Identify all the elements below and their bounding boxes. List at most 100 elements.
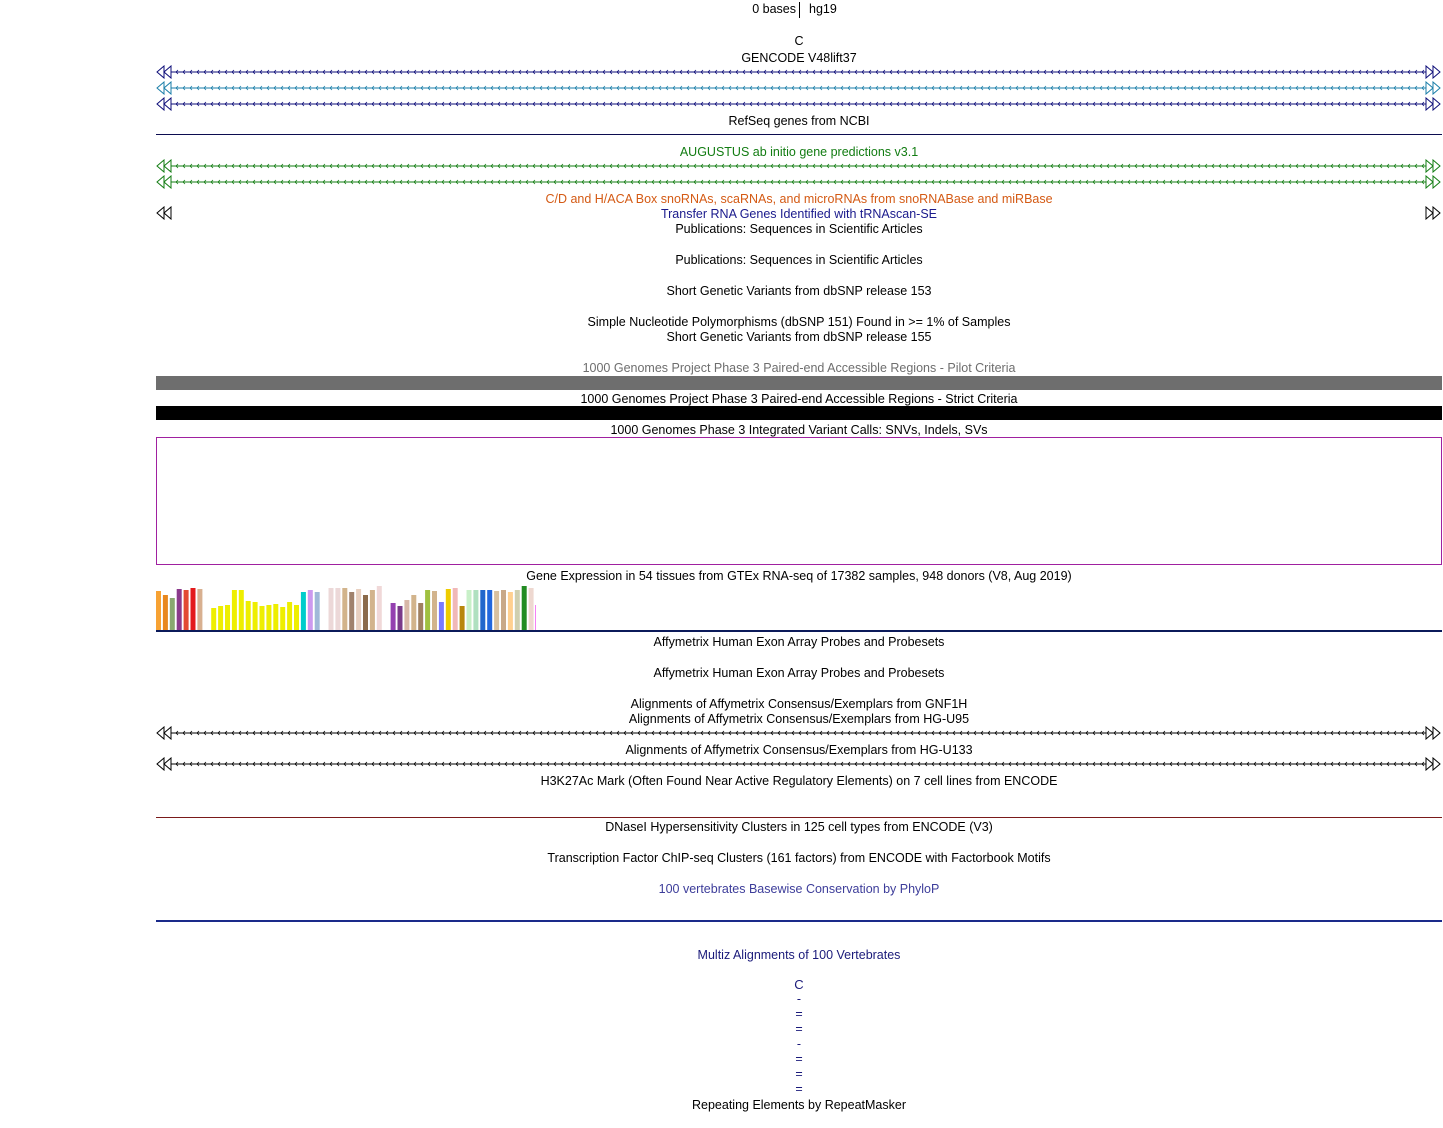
gtex-expression-bars[interactable] <box>156 584 536 630</box>
gtex-tissue-bar[interactable] <box>335 588 341 630</box>
hgu133-alignment[interactable] <box>156 757 1442 771</box>
multiz-base-row: = <box>795 1052 803 1066</box>
gtex-tissue-bar[interactable] <box>211 608 217 630</box>
gtex-tissue-bar[interactable] <box>363 595 368 630</box>
track-label-gtex[interactable]: Gene Expression in 54 tissues from GTEx … <box>526 569 1072 583</box>
gtex-tissue-bar[interactable] <box>432 591 437 630</box>
1kg-strict-region[interactable] <box>156 406 1442 420</box>
multiz-base-row: - <box>796 992 802 1006</box>
track-label-1kg-pilot[interactable]: 1000 Genomes Project Phase 3 Paired-end … <box>582 361 1016 375</box>
track-label-trna[interactable]: Transfer RNA Genes Identified with tRNAs… <box>660 207 938 221</box>
track-label-snorna[interactable]: C/D and H/ACA Box snoRNAs, scaRNAs, and … <box>545 192 1053 206</box>
track-label-pubs-1[interactable]: Publications: Sequences in Scientific Ar… <box>675 222 923 236</box>
track-label-affy-exon-1[interactable]: Affymetrix Human Exon Array Probes and P… <box>653 635 945 649</box>
gtex-tissue-bar[interactable] <box>411 595 417 630</box>
gtex-tissue-bar[interactable] <box>521 586 527 630</box>
gtex-tissue-bar[interactable] <box>425 590 431 630</box>
ruler-tick <box>799 2 800 18</box>
multiz-base-row: - <box>796 1037 802 1051</box>
gtex-tissue-bar[interactable] <box>266 605 272 630</box>
track-label-snp151[interactable]: Simple Nucleotide Polymorphisms (dbSNP 1… <box>587 315 1011 329</box>
gtex-tissue-bar[interactable] <box>473 590 479 630</box>
gtex-tissue-bar[interactable] <box>514 590 520 630</box>
gtex-tissue-bar[interactable] <box>487 590 493 630</box>
multiz-base-human: C <box>794 977 804 992</box>
track-label-rmsk[interactable]: Repeating Elements by RepeatMasker <box>691 1098 906 1112</box>
gtex-tissue-bar[interactable] <box>328 588 334 630</box>
gtex-tissue-bar[interactable] <box>162 595 168 630</box>
gtex-tissue-bar[interactable] <box>376 586 382 630</box>
track-label-hgu133[interactable]: Alignments of Affymetrix Consensus/Exemp… <box>625 743 973 757</box>
track-label-refseq[interactable]: RefSeq genes from NCBI <box>728 114 870 128</box>
gtex-tissue-bar[interactable] <box>238 590 244 630</box>
gtex-tissue-bar[interactable] <box>342 588 348 630</box>
track-label-1kg-integrated[interactable]: 1000 Genomes Phase 3 Integrated Variant … <box>610 423 988 437</box>
gtex-tissue-bar[interactable] <box>535 605 537 630</box>
gtex-tissue-bar[interactable] <box>252 602 258 630</box>
gtex-tissue-bar[interactable] <box>176 589 182 630</box>
gtex-tissue-bar[interactable] <box>438 602 444 630</box>
gtex-tissue-bar[interactable] <box>390 603 396 630</box>
track-label-gnf1h[interactable]: Alignments of Affymetrix Consensus/Exemp… <box>630 697 968 711</box>
gtex-tissue-bar[interactable] <box>197 589 203 630</box>
gtex-tissue-bar[interactable] <box>307 590 313 630</box>
gtex-tissue-bar[interactable] <box>494 591 500 630</box>
gtex-tissue-bar[interactable] <box>225 605 230 630</box>
track-label-augustus[interactable]: AUGUSTUS ab initio gene predictions v3.1 <box>679 145 919 159</box>
gtex-tissue-bar[interactable] <box>190 588 196 630</box>
gtex-tissue-bar[interactable] <box>245 601 251 630</box>
gtex-tissue-bar[interactable] <box>528 588 534 630</box>
gencode-transcript-1[interactable] <box>156 65 1442 79</box>
gtex-tissue-bar[interactable] <box>369 590 375 630</box>
1kg-pilot-region[interactable] <box>156 376 1442 390</box>
gtex-tissue-bar[interactable] <box>356 589 362 630</box>
gtex-tissue-bar[interactable] <box>459 606 465 630</box>
variant-calls-box[interactable] <box>156 437 1442 565</box>
gtex-tissue-bar[interactable] <box>156 591 161 630</box>
track-label-pubs-2[interactable]: Publications: Sequences in Scientific Ar… <box>675 253 923 267</box>
gtex-tissue-bar[interactable] <box>314 592 320 630</box>
track-label-snp155[interactable]: Short Genetic Variants from dbSNP releas… <box>666 330 932 344</box>
gtex-tissue-bar[interactable] <box>231 590 237 630</box>
track-label-h3k27ac[interactable]: H3K27Ac Mark (Often Found Near Active Re… <box>540 774 1058 788</box>
track-label-phylop[interactable]: 100 vertebrates Basewise Conservation by… <box>658 882 940 896</box>
gencode-transcript-2[interactable] <box>156 81 1442 95</box>
gtex-tissue-bar[interactable] <box>445 589 451 630</box>
gtex-tissue-bar[interactable] <box>273 604 279 630</box>
track-label-tfbs[interactable]: Transcription Factor ChIP-seq Clusters (… <box>547 851 1051 865</box>
gtex-tissue-bar[interactable] <box>300 592 306 630</box>
gtex-tissue-bar[interactable] <box>259 606 265 630</box>
track-label-hgu95[interactable]: Alignments of Affymetrix Consensus/Exemp… <box>628 712 970 726</box>
gtex-tissue-bar[interactable] <box>349 592 355 630</box>
right-edge-arrows-icon <box>1424 205 1442 221</box>
gtex-tissue-bar[interactable] <box>169 598 175 630</box>
gtex-tissue-bar[interactable] <box>183 590 189 630</box>
multiz-base-row: = <box>795 1007 803 1021</box>
augustus-prediction-1[interactable] <box>156 159 1442 173</box>
gtex-tissue-bar[interactable] <box>294 605 299 630</box>
hgu95-alignment[interactable] <box>156 726 1442 740</box>
gtex-tissue-bar[interactable] <box>480 590 486 630</box>
gtex-tissue-bar[interactable] <box>507 592 513 630</box>
gtex-tissue-bar[interactable] <box>287 602 293 630</box>
gencode-transcript-3[interactable] <box>156 97 1442 111</box>
multiz-base-row: = <box>795 1067 803 1081</box>
gtex-tissue-bar[interactable] <box>218 606 224 630</box>
gtex-tissue-bar[interactable] <box>397 606 403 630</box>
track-label-snp153[interactable]: Short Genetic Variants from dbSNP releas… <box>666 284 932 298</box>
multiz-base-row: = <box>795 1082 803 1096</box>
track-label-dnase[interactable]: DNaseI Hypersensitivity Clusters in 125 … <box>605 820 993 834</box>
gtex-tissue-bar[interactable] <box>466 590 472 630</box>
ruler-assembly: hg19 <box>809 2 837 16</box>
base-sequence: C <box>794 34 804 48</box>
gtex-tissue-bar[interactable] <box>452 588 458 630</box>
track-label-affy-exon-2[interactable]: Affymetrix Human Exon Array Probes and P… <box>653 666 945 680</box>
track-label-multiz[interactable]: Multiz Alignments of 100 Vertebrates <box>697 948 901 962</box>
track-label-1kg-strict[interactable]: 1000 Genomes Project Phase 3 Paired-end … <box>580 392 1018 406</box>
gtex-tissue-bar[interactable] <box>404 600 410 630</box>
augustus-prediction-2[interactable] <box>156 175 1442 189</box>
track-label-gencode[interactable]: GENCODE V48lift37 <box>741 51 857 65</box>
gtex-tissue-bar[interactable] <box>418 603 424 630</box>
gtex-tissue-bar[interactable] <box>501 590 506 630</box>
gtex-tissue-bar[interactable] <box>280 607 286 630</box>
